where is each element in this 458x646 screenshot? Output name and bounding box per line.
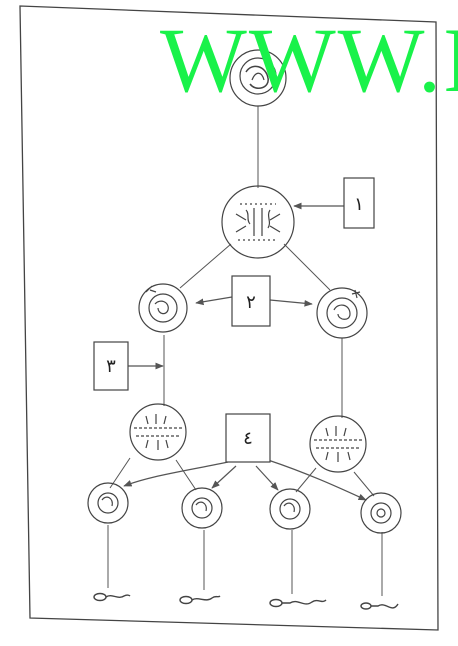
sperm-2: [179, 595, 221, 605]
arrow-2-left: [195, 296, 233, 306]
label-4-text: ٤: [243, 428, 253, 449]
arrow-4-a: [123, 461, 229, 487]
primary-spermatocyte-cell: [221, 185, 295, 259]
arrow-4-d: [267, 459, 367, 501]
label-3-text: ٣: [106, 356, 116, 377]
label-box-2: ٢: [231, 275, 271, 327]
secondary-spermatocyte-left: [138, 283, 188, 333]
sperm-cells: [93, 592, 399, 610]
spermatid-1: [87, 482, 129, 524]
label-box-3: ٣: [93, 341, 129, 391]
arrow-2-right: [269, 299, 313, 307]
sperm-4: [360, 602, 399, 610]
connector-lines: [107, 106, 383, 596]
label-2-text: ٢: [246, 292, 256, 313]
spermatid-3: [269, 488, 311, 530]
arrows: [123, 202, 367, 501]
spermatid-4: [360, 492, 402, 534]
arrow-4-c: [255, 465, 279, 491]
arrow-4-b: [211, 465, 237, 489]
spermatogonium-cell: [229, 49, 287, 107]
label-1-text: ١: [354, 194, 364, 215]
secondary-spermatocyte-right: [316, 287, 368, 339]
watermark-text: WWW.I: [160, 9, 458, 111]
dividing-cell-right: [309, 415, 367, 473]
dividing-cell-left: [129, 403, 187, 461]
sperm-3: [269, 598, 327, 608]
label-box-4: ٤: [225, 413, 271, 463]
sperm-1: [93, 592, 131, 602]
page-border: [19, 5, 439, 631]
spermatid-2: [181, 487, 223, 529]
spermatid-cells: [87, 482, 402, 534]
label-box-1: ١: [343, 177, 375, 229]
